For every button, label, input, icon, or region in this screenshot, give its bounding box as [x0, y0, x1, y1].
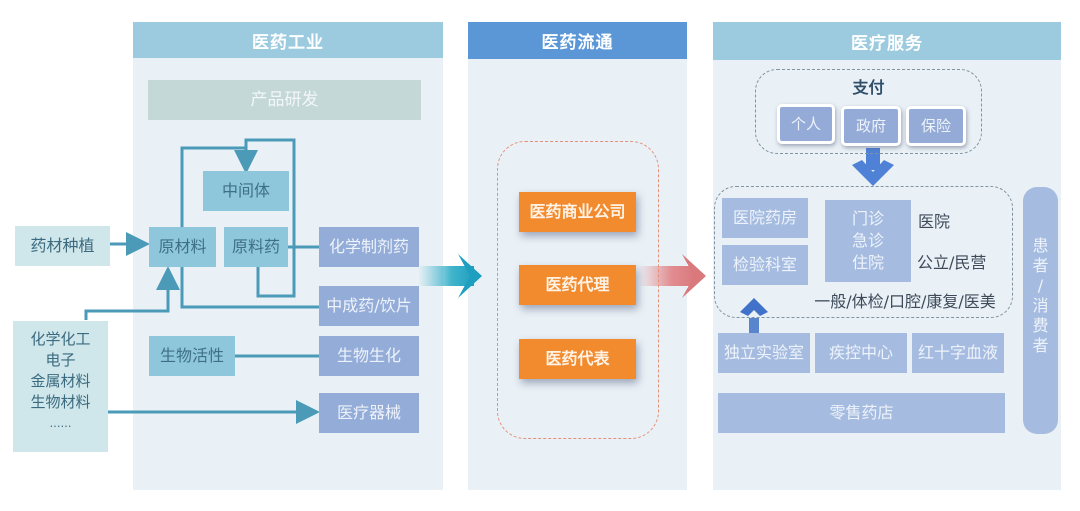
- material-bio: 生物材料: [30, 393, 91, 411]
- specialty-label: 一般/体检/口腔/康复/医美: [814, 292, 996, 311]
- flow-arrow-industry-to-distribution: [418, 254, 482, 298]
- industry-header: 医药工业: [133, 22, 443, 58]
- api-box: 原料药: [224, 227, 288, 267]
- raw-material-box: 原材料: [149, 227, 216, 267]
- distribution-header: 医药流通: [468, 22, 687, 59]
- rnd-box: 产品研发: [148, 80, 421, 120]
- connector-materials-to-raw: [84, 266, 180, 320]
- consumer-bar: 患 者 / 消 费 者: [1023, 187, 1058, 434]
- consumer-char: 患: [1032, 235, 1049, 255]
- material-electronics: 电子: [45, 351, 76, 369]
- hospital-pharmacy-box: 医院药房: [722, 198, 808, 238]
- lab-dept-box: 检验科室: [722, 245, 808, 285]
- material-chemical: 化学化工: [30, 330, 91, 348]
- cdc-box: 疾控中心: [815, 333, 907, 373]
- retail-pharmacy-box: 零售药店: [718, 393, 1005, 433]
- consumer-char: 消: [1032, 295, 1049, 315]
- distribution-representative: 医药代表: [519, 339, 636, 379]
- ownership-label: 公立/民营: [917, 253, 987, 272]
- intermediate-box: 中间体: [203, 171, 289, 211]
- services-header: 医疗服务: [713, 22, 1061, 60]
- consumer-char: 费: [1032, 315, 1049, 335]
- hospital-label: 医院: [918, 212, 951, 231]
- flow-arrow-distribution-to-services: [638, 254, 706, 298]
- herb-planting-box: 药材种植: [15, 226, 110, 266]
- care-outpatient: 门诊: [851, 209, 884, 228]
- payment-title: 支付: [852, 78, 885, 97]
- product-chemical-drugs: 化学制剂药: [319, 227, 419, 267]
- connector-raw-to-tcm: [180, 267, 320, 309]
- lab-up-arrow: [740, 298, 768, 340]
- consumer-char: /: [1037, 275, 1044, 295]
- distribution-agent: 医药代理: [519, 265, 636, 305]
- red-cross-blood-box: 红十字血液: [912, 333, 1004, 373]
- bioactive-box: 生物活性: [149, 336, 235, 376]
- distribution-group: [497, 141, 659, 439]
- care-emergency: 急诊: [851, 231, 884, 250]
- material-metal: 金属材料: [30, 372, 91, 390]
- consumer-char: 者: [1032, 255, 1049, 275]
- distribution-commercial-company: 医药商业公司: [519, 192, 636, 232]
- payment-group: [755, 69, 982, 154]
- payment-government[interactable]: 政府: [841, 106, 901, 146]
- independent-lab-box: 独立实验室: [718, 333, 810, 373]
- connector-raw-to-intermediate: [180, 138, 296, 298]
- product-biochem: 生物生化: [319, 336, 419, 376]
- hospital-group: [714, 186, 1013, 318]
- materials-box: 化学化工 电子 金属材料 生物材料 ……: [13, 321, 108, 452]
- care-inpatient: 住院: [851, 253, 884, 272]
- payment-insurance[interactable]: 保险: [906, 106, 966, 146]
- product-tcm: 中成药/饮片: [319, 286, 419, 326]
- consumer-char: 者: [1032, 335, 1049, 355]
- payment-individual[interactable]: 个人: [777, 104, 835, 144]
- material-more: ……: [49, 417, 72, 430]
- care-types-box: 门诊 急诊 住院: [825, 200, 911, 282]
- product-medical-devices: 医疗器械: [319, 393, 419, 433]
